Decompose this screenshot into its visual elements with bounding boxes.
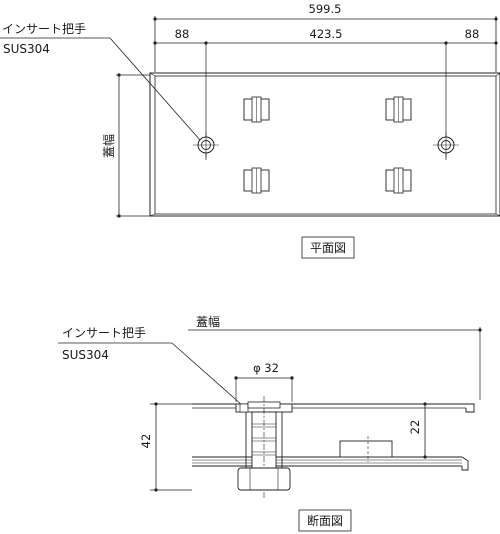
section-support-block: [339, 440, 393, 458]
dim-height-label: 42: [139, 434, 153, 449]
lid-right-flange: [462, 403, 475, 413]
section-caption: 断面図: [307, 513, 343, 528]
plan-caption: 平面図: [310, 241, 346, 255]
dim-total-label: 599.5: [309, 2, 342, 16]
dim-phi-label: φ 32: [253, 361, 279, 375]
insert-handle: [235, 396, 293, 500]
bottom-right-flange: [461, 456, 469, 471]
plan-handle-label: インサート把手: [2, 22, 86, 36]
support-block-bottom-right: [385, 167, 412, 194]
support-block-top-left: [243, 96, 270, 123]
dim-left-label: 88: [175, 27, 190, 41]
plan-material-label: SUS304: [3, 42, 50, 56]
handle-hole-left: [193, 132, 219, 158]
support-block-bottom-left: [243, 167, 270, 194]
section-view: 蓋幅 インサート把手 SUS304 φ 32 42 22: [58, 314, 482, 532]
lid-outline: [149, 72, 500, 217]
section-width-label: 蓋幅: [196, 314, 220, 329]
section-handle-label: インサート把手: [62, 326, 146, 340]
handle-hole-right: [433, 132, 459, 158]
support-block-top-right: [385, 96, 412, 123]
plan-height-label: 蓋幅: [101, 134, 116, 158]
lid-inner-outline: [154, 75, 497, 215]
dim-inner-label: 22: [408, 420, 422, 435]
plan-caption-box: [301, 236, 355, 259]
section-material-label: SUS304: [62, 348, 109, 362]
section-caption-box: [298, 509, 352, 532]
dim-right-label: 88: [465, 27, 480, 41]
plan-view: 599.5 88 423.5 88 蓋幅: [0, 2, 500, 259]
dim-center-label: 423.5: [310, 27, 343, 41]
